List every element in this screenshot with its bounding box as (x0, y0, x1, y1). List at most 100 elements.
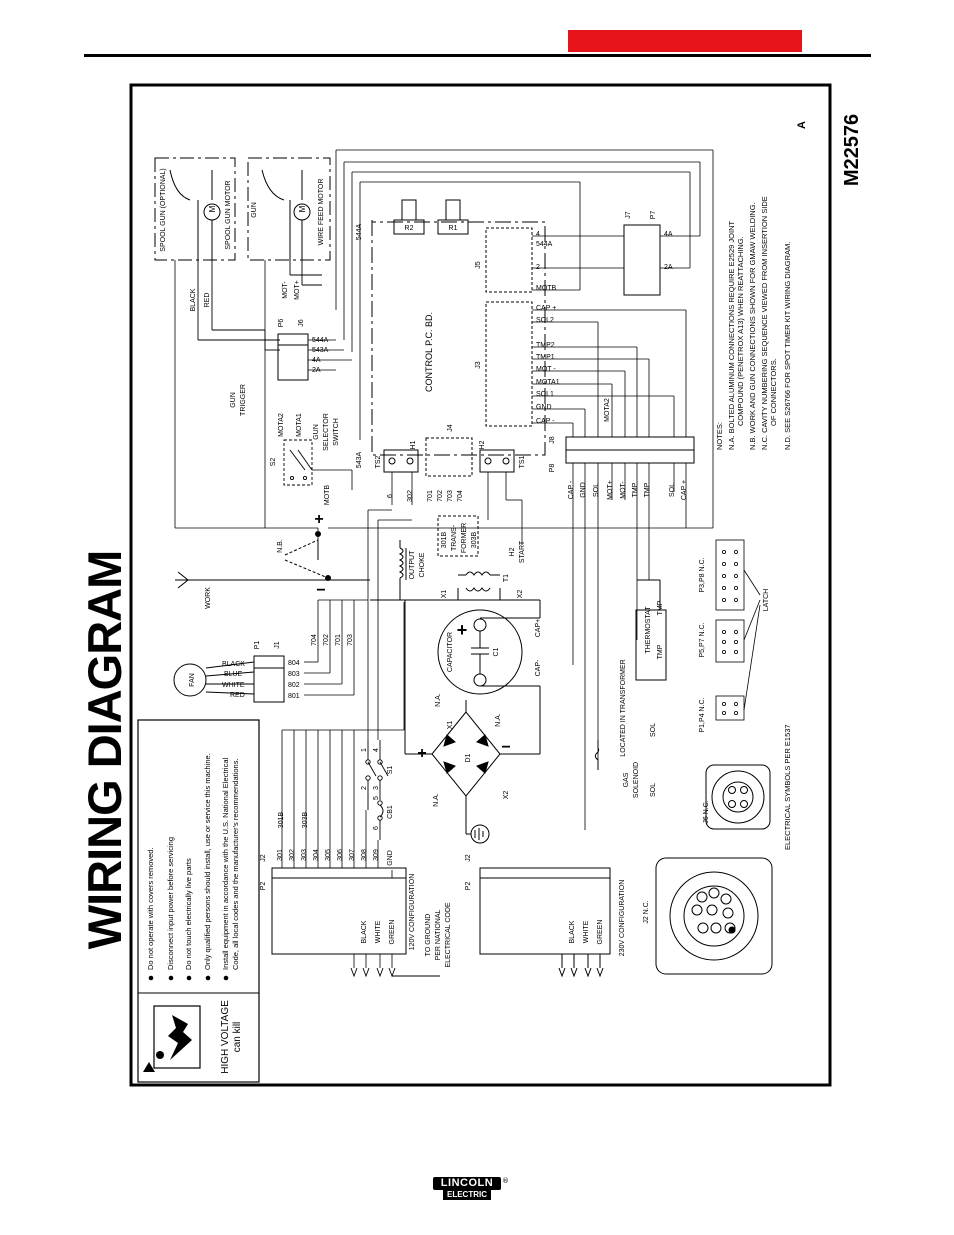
wire-color-green: GREEN (389, 920, 396, 945)
warning-bullet: Only qualified persons should install, u… (203, 753, 212, 970)
j2-connector-230v (479, 867, 611, 978)
spool-gun-box (154, 157, 236, 261)
j1-wire: 704 (311, 634, 318, 646)
j3-wire: CAP + (536, 305, 556, 312)
cb1-wire: 6 (373, 826, 380, 830)
note-line: N.A. BOLTED ALUMINUM CONNECTIONS REQUIRE… (727, 221, 736, 450)
negative-symbol: − (316, 582, 325, 599)
cb1-label: CB1 (387, 805, 394, 819)
ts-wire: 6 (387, 494, 394, 498)
cb1-circuit-breaker (377, 800, 384, 840)
j6-wire: 544A (312, 337, 329, 344)
electrical-symbols-note: ELECTRICAL SYMBOLS PER E1537 (783, 724, 792, 850)
j2-label: J2 (260, 854, 267, 862)
j2-wire: 308 (361, 849, 368, 861)
s1-wire: 1 (361, 748, 368, 752)
warning-block: HIGH VOLTAGE can kill Do not operate wit… (137, 719, 260, 1083)
j8-wire: CAP - (568, 480, 575, 499)
j3-connector (485, 301, 533, 427)
s1-power-switch (365, 740, 389, 810)
j7-connector (623, 224, 661, 296)
j2-wire-labels: 301 302 303 304 305 306 307 308 309 GND … (277, 812, 394, 866)
tmp-label: TMP (657, 600, 664, 615)
cavity-p5p7 (715, 619, 745, 663)
p1-j1-connector (253, 655, 285, 703)
mota2-label: MOTA2 (278, 413, 285, 437)
gun-selector-label: SELECTOR (323, 413, 330, 451)
j6-connector (277, 333, 309, 381)
j8-wire: MOT+ (607, 480, 614, 500)
trans-wire: 301B (441, 532, 448, 549)
na-label: N.A. (435, 693, 442, 707)
wire-color-white: WHITE (375, 920, 382, 943)
j4-label: J4 (447, 424, 454, 432)
j2-wire: 301 (277, 849, 284, 861)
d1-plus-symbol: + (417, 745, 426, 762)
gun-label: GUN (251, 202, 258, 218)
thermostat-label: THERMOSTAT (645, 606, 652, 654)
j2-wire: 309 (373, 849, 380, 861)
wire-label-mot-plus: MOT+ (294, 280, 301, 300)
gas-solenoid-label: SOLENOID (633, 762, 640, 798)
j8-wire: CAP + (681, 480, 688, 500)
d1-label: D1 (465, 753, 472, 762)
cfg-230v-label: 230V CONFIGURATION (619, 880, 626, 957)
warning-bullet: Install equipment in accordance with the… (221, 757, 230, 970)
ts-wire-labels: 6 302 701 702 703 704 (387, 490, 464, 502)
p2-230-label: P2 (465, 882, 472, 891)
d1-bridge-rectifier (404, 600, 541, 820)
s1-wire: 4 (373, 748, 380, 752)
thermostat (635, 579, 667, 681)
ts-wire: 701 (427, 490, 434, 502)
chassis-ground-icon (465, 820, 490, 844)
j3-label: J3 (475, 361, 482, 369)
j3-pin-labels: CAP + SOL2 TMP2 TMP1 MOT - MOTA1 SOL1 GN… (536, 305, 560, 425)
c1-label: C1 (493, 647, 500, 656)
positive-symbol: + (314, 511, 323, 528)
wire-543a-label: 543A (356, 452, 363, 469)
note-line: N.B. WORK AND GUN CONNECTIONS SHOWN FOR … (748, 202, 757, 450)
j8-wire: SOL (593, 483, 600, 497)
j6-pin-labels: 544A 543A 4A 2A (312, 337, 329, 374)
cavity-p3p8 (715, 539, 761, 711)
to-ground-label: PER NATIONAL (435, 909, 442, 960)
located-in-transformer-label: LOCATED IN TRANSFORMER (620, 659, 627, 756)
j4-connector (425, 437, 473, 477)
note-line: N.D. SEE S26766 FOR SPOT TIMER KIT WIRIN… (783, 242, 792, 450)
j5-wire: MOTB (536, 285, 557, 292)
j2-wire: 303 (301, 849, 308, 861)
wire-color-green: GREEN (597, 920, 604, 945)
header-rule (84, 54, 871, 57)
routing-wires (174, 149, 714, 830)
spool-gun-optional-label: SPOOL GUN (OPTIONAL) (160, 168, 167, 251)
transformer-label: TRANS- (451, 524, 458, 551)
cb1-wire: 5 (373, 796, 380, 800)
p5p7-nc-label: P5,P7 N.C. (699, 622, 706, 657)
wire-544a-label: 544A (356, 224, 363, 241)
x1-top-label: X1 (441, 590, 448, 599)
h2-start-label: START (519, 540, 526, 563)
page-title: WIRING DIAGRAM (78, 551, 131, 950)
output-choke (370, 540, 540, 601)
j6-label: J6 (298, 319, 305, 327)
p1-wire: 802 (288, 682, 300, 689)
p1-wire: 801 (288, 693, 300, 700)
cap-plus-symbol: + (457, 620, 468, 640)
motb-label: MOTB (324, 485, 331, 506)
r1-potentiometer (437, 199, 469, 235)
j8-wire: GND (580, 482, 587, 498)
j3-wire: TMP1 (536, 354, 555, 361)
p1p4-nc-label: P1,P4 N.C. (699, 697, 706, 732)
nb-label: N.B. (277, 539, 284, 553)
j3-wire: GND (536, 404, 552, 411)
warning-bullet: Do not touch electrically live parts (184, 858, 193, 970)
ts2-terminal-strip (383, 449, 419, 473)
motor-m-symbol: M (208, 205, 217, 212)
to-ground-label: TO GROUND (425, 914, 432, 957)
wire-label-red: RED (204, 293, 211, 308)
wire-label-mot-minus: MOT- (282, 281, 289, 299)
p1-wire-labels: 804 803 802 801 (288, 660, 300, 700)
warning-bullet: Code, all local codes and the manufactur… (231, 758, 240, 970)
cap-minus-label: CAP- (535, 659, 542, 676)
p1-color: BLUE (224, 671, 243, 678)
